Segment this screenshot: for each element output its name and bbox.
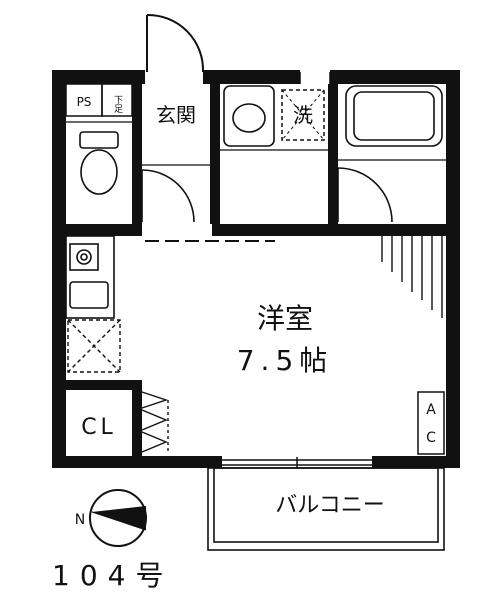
shoe-box [101, 83, 133, 117]
closet-door [141, 391, 169, 453]
unit-number: 104号 [52, 559, 173, 592]
ac-label-a: A [426, 402, 436, 418]
closet-label: CL [81, 415, 117, 440]
room-label: 洋室 [257, 302, 313, 335]
kitchen-counter [65, 235, 115, 319]
entrance-door [146, 13, 205, 73]
compass-icon [89, 489, 147, 547]
shoe-box-label: 下足 [112, 95, 123, 114]
ac-unit [417, 391, 445, 455]
balcony-label: バルコニー [275, 493, 385, 518]
balcony-window [222, 457, 372, 468]
bath-door [337, 167, 393, 223]
balcony [207, 467, 445, 551]
ps-label: PS [77, 95, 92, 109]
toilet-door [141, 169, 195, 223]
washbasin-icon [223, 85, 275, 147]
bathtub-icon [345, 85, 443, 147]
washer-space [281, 89, 325, 141]
compass-north-label: N [75, 512, 85, 528]
refrigerator-space [67, 319, 121, 373]
room-size: 7.5帖 [237, 344, 334, 377]
window-curtain [381, 236, 443, 318]
ac-label-c: C [426, 430, 436, 446]
outer-walls [52, 70, 460, 468]
washer-label: 洗 [293, 103, 313, 127]
entrance-label: 玄関 [156, 103, 196, 127]
toilet-icon [79, 131, 119, 195]
